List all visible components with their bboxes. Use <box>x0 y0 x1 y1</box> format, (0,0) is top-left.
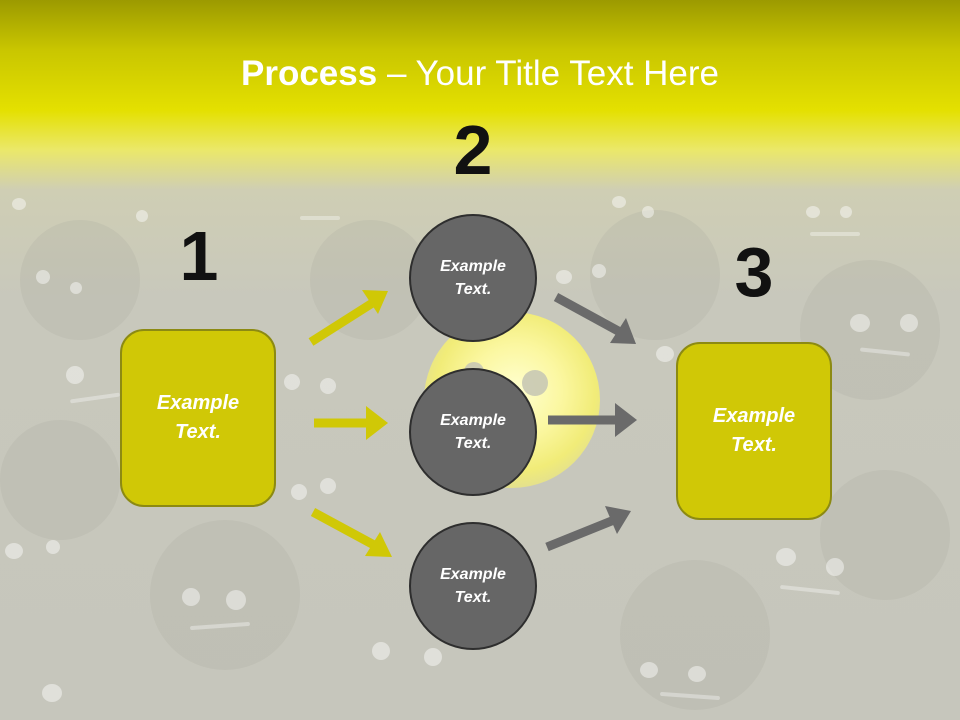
arrow-box1-to-circle-middle <box>314 406 388 440</box>
step-number-2: 2 <box>453 111 493 189</box>
step-2-circle-bottom: Example Text. <box>409 522 537 650</box>
step-3-box: Example Text. <box>676 342 832 520</box>
step-2-circle-middle: Example Text. <box>409 368 537 496</box>
arrow-circle-middle-to-box3 <box>548 403 637 437</box>
circle-bottom-text: Example Text. <box>440 566 506 606</box>
title-rest: – Your Title Text Here <box>377 54 719 93</box>
step-2-circle-top: Example Text. <box>409 214 537 342</box>
slide-title: Process – Your Title Text Here <box>0 52 960 96</box>
title-bold: Process <box>241 54 378 93</box>
step-number-3: 3 <box>734 233 774 311</box>
circle-middle-text: Example Text. <box>440 412 506 452</box>
step-1-box-text: Example Text. <box>156 392 240 443</box>
circle-top-text: Example Text. <box>440 258 506 298</box>
step-1-box: Example Text. <box>120 329 276 507</box>
arrow-box1-to-circle-top <box>308 290 388 346</box>
step-3-box-text: Example Text. <box>712 405 796 456</box>
step-number-1: 1 <box>179 217 219 295</box>
arrow-box1-to-circle-bottom <box>310 508 392 557</box>
arrow-circle-bottom-to-box3 <box>545 506 631 552</box>
arrow-circle-top-to-box3 <box>553 293 636 344</box>
